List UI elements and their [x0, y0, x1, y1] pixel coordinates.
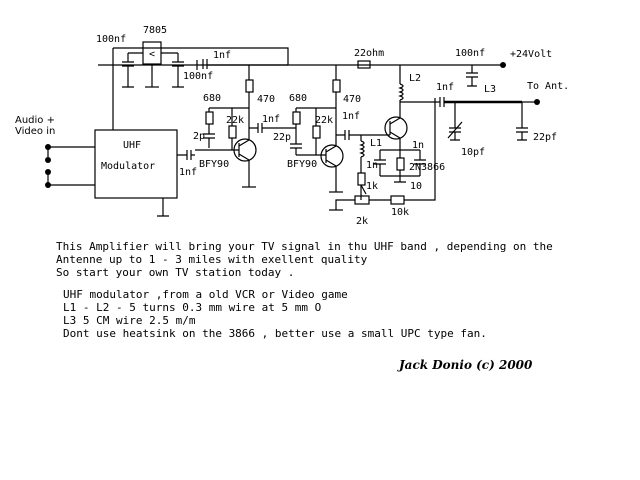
resistor-680-b-label: 680 [289, 93, 307, 104]
audio-input-terminal [45, 144, 51, 150]
cap-1nf-coupling-a-label: 1nf [262, 114, 280, 125]
resistor-22k-a [228, 125, 237, 139]
resistor-10k-label: 10k [391, 207, 409, 218]
potentiometer-2k-label: 2k [356, 216, 368, 227]
resistor-1k-label: 1k [366, 181, 378, 192]
resistor-1k [357, 172, 366, 186]
supply-decoupling: 100nf +24Volt [455, 48, 552, 87]
description-line-2: Antenne up to 1 - 3 miles with exellent … [56, 253, 368, 266]
description-line-3: So start your own TV station today . [56, 266, 295, 279]
cap-1n-a-label: 1n [366, 160, 378, 171]
cap-10pf-label: 10pf [461, 147, 485, 158]
cap-1nf-coupling-b: 1nf [336, 111, 385, 140]
audio-input-label: Audio + [15, 115, 55, 126]
description-line-1: This Amplifier will bring your TV signal… [56, 240, 553, 253]
resistor-10 [396, 157, 405, 171]
transistor-q3 [384, 116, 408, 140]
cap-100nf-reg-label: 100nf [183, 71, 213, 82]
potentiometer-2k [354, 195, 370, 205]
cap-22p-label: 22p [273, 132, 291, 143]
resistor-680-a-label: 680 [203, 93, 221, 104]
resistor-680-a [205, 111, 214, 125]
cap-22pf-label: 22pf [533, 132, 557, 143]
resistor-22k-b-label: 22k [315, 115, 333, 126]
resistor-470-a [245, 79, 254, 93]
regulator-arrow-label: < [149, 49, 155, 60]
inductor-l2-label: L2 [409, 73, 421, 84]
note-modulator: UHF modulator ,from a old VCR or Video g… [63, 288, 348, 301]
resistor-22k-a-label: 22k [226, 115, 244, 126]
cap-100nf-top-label: 100nf [96, 34, 126, 45]
transistor-q2-label: BFY90 [287, 159, 317, 170]
video-input-ground-terminal [45, 169, 51, 175]
resistor-470-a-label: 470 [257, 94, 275, 105]
stage-1: 470 680 2p 22k BFY90 [193, 65, 275, 188]
cap-1nf-coupling-a: 1nf [249, 114, 296, 133]
note-l1-l2: L1 - L2 - 5 turns 0.3 mm wire at 5 mm O [63, 301, 322, 314]
antenna-terminal [534, 99, 540, 105]
resistor-470-b-label: 470 [343, 94, 361, 105]
signature: Jack Donio (c) 2000 [399, 358, 533, 372]
resistor-22k-b [312, 125, 321, 139]
cap-100nf-top: 100nf [96, 34, 134, 88]
resistor-22ohm-label: 22ohm [354, 48, 384, 59]
modulator-uhf-label: UHF [123, 140, 141, 151]
resistor-10k [390, 195, 405, 205]
supply-label: +24Volt [510, 49, 552, 60]
audio-input-ground-terminal [45, 157, 51, 163]
resistor-22ohm: 22ohm [354, 48, 384, 69]
resistor-470-b [332, 79, 341, 93]
note-heatsink: Dont use heatsink on the 3866 , better u… [63, 327, 487, 340]
note-l3: L3 5 CM wire 2.5 m/m [63, 314, 196, 327]
cap-1n-b-label: 1n [412, 140, 424, 151]
resistor-10-label: 10 [410, 181, 422, 192]
supply-rail [98, 47, 503, 130]
line-l3-label: L3 [484, 84, 496, 95]
modulator-box [94, 129, 178, 199]
bias-network: 2k 10k [329, 98, 436, 227]
cap-1nf-out-label: 1nf [436, 82, 454, 93]
cap-100nf-reg: 100nf [172, 53, 213, 88]
cap-1nf-top: 1nf [196, 50, 288, 70]
antenna-label: To Ant. [527, 81, 569, 92]
transistor-q2 [320, 144, 344, 168]
resistor-680-b [292, 111, 301, 125]
cap-1nf-mod-label: 1nf [179, 167, 197, 178]
output-section: 1nf L3 10pf To Ant. 22pf [400, 81, 569, 158]
transistor-q1-label: BFY90 [199, 159, 229, 170]
cap-1nf-top-label: 1nf [213, 50, 231, 61]
regulator-label: 7805 [143, 25, 167, 36]
regulator-7805: < 7805 [128, 25, 178, 88]
stage-3: L2 L1 1k 1n 10 1n 2N3866 [357, 65, 445, 200]
video-input-label: Video in [15, 126, 55, 137]
stage-2: 470 680 22p 22k BFY90 [273, 65, 361, 193]
supply-terminal [500, 62, 506, 68]
inductor-l1-label: L1 [370, 138, 382, 149]
cap-1nf-coupling-b-label: 1nf [342, 111, 360, 122]
transistor-q3-label: 2N3866 [409, 162, 445, 173]
uhf-modulator: UHF Modulator 1nf Audio + Video in [15, 115, 197, 217]
cap-100nf-supply-label: 100nf [455, 48, 485, 59]
cap-2p-label: 2p [193, 131, 205, 142]
video-input-terminal [45, 182, 51, 188]
modulator-label: Modulator [101, 161, 155, 172]
